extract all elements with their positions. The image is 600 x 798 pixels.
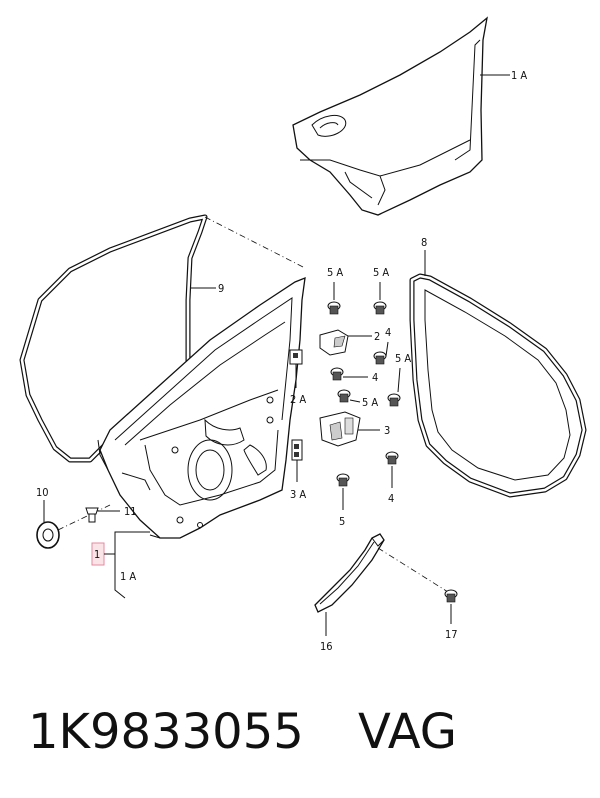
bolt-5A-left bbox=[327, 282, 341, 315]
hinge-plate-2A bbox=[289, 349, 303, 388]
grommet-10 bbox=[36, 500, 111, 549]
callout-4-upper: 4 bbox=[385, 326, 391, 339]
parts-diagram: 1 A 9 1 1 A 10 bbox=[19, 16, 587, 653]
outer-door-panel bbox=[292, 16, 510, 216]
callout-9: 9 bbox=[218, 282, 224, 295]
door-frame-seal bbox=[409, 250, 587, 498]
callout-1: 1 bbox=[94, 548, 100, 561]
callout-10: 10 bbox=[36, 486, 49, 499]
lower-hinge bbox=[319, 411, 380, 447]
callout-1A-top: 1 A bbox=[511, 69, 527, 82]
callout-2A: 2 A bbox=[290, 393, 306, 406]
clip-11 bbox=[85, 507, 120, 523]
bolt-5 bbox=[336, 473, 350, 510]
callout-5: 5 bbox=[339, 515, 345, 528]
door-shell bbox=[97, 276, 306, 539]
callout-17: 17 bbox=[445, 628, 458, 641]
callout-3: 3 bbox=[384, 424, 390, 437]
brand-label: VAG bbox=[358, 704, 457, 760]
upper-hinge bbox=[319, 329, 372, 356]
caption-bar: 1K9833055 VAG bbox=[0, 694, 600, 784]
hinge-plate-3A bbox=[291, 439, 303, 482]
bolt-4-upper bbox=[373, 341, 389, 365]
callout-5A-mid: 5 A bbox=[362, 396, 378, 409]
callout-2: 2 bbox=[374, 330, 380, 343]
part-number: 1K9833055 bbox=[28, 704, 304, 760]
bolt-5A-mid bbox=[337, 389, 361, 403]
callout-5A-right: 5 A bbox=[373, 266, 389, 279]
callout-4-lower: 4 bbox=[388, 492, 394, 505]
bolt-5A-side bbox=[387, 367, 401, 407]
callout-5A-side: 5 A bbox=[395, 352, 411, 365]
trim-strip bbox=[314, 533, 449, 636]
callout-16: 16 bbox=[320, 640, 333, 653]
bolt-4-middle bbox=[330, 367, 368, 381]
callout-4-middle: 4 bbox=[372, 371, 378, 384]
callout-11: 11 bbox=[124, 505, 137, 518]
bolt-4-lower bbox=[385, 451, 399, 488]
callout-5A-left: 5 A bbox=[327, 266, 343, 279]
screw-17 bbox=[444, 589, 458, 624]
callout-3A: 3 A bbox=[290, 488, 306, 501]
callout-8: 8 bbox=[421, 236, 427, 249]
window-seal bbox=[19, 214, 306, 463]
bolt-5A-right bbox=[373, 282, 387, 315]
callout-1A-bottom: 1 A bbox=[120, 570, 136, 583]
